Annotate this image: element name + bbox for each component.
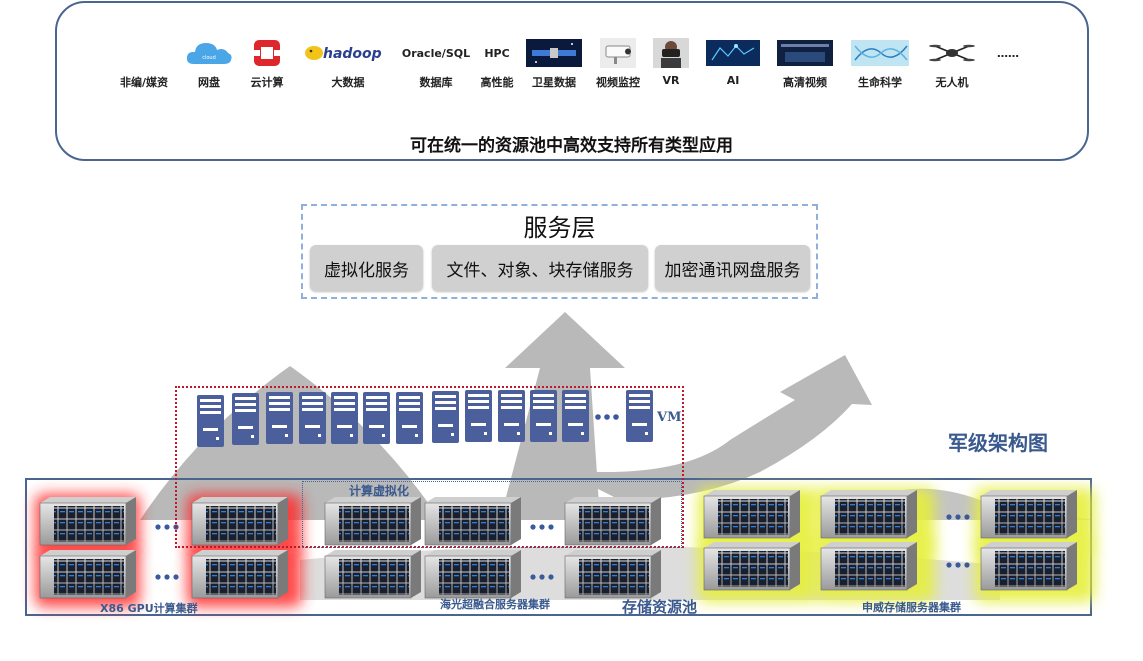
gpu-cluster-label: X86 GPU计算集群 (100, 602, 198, 615)
app-label: 卫星数据 (532, 76, 576, 89)
app-label: 云计算 (250, 76, 284, 89)
app-label: 高性能 (480, 76, 514, 89)
oracle-sql-text: Oracle/SQL (401, 46, 471, 60)
svg-text:cloud: cloud (202, 55, 216, 61)
app-label: 高清视频 (783, 76, 827, 89)
hd-video-image (765, 36, 845, 70)
app-label: 大数据 (331, 76, 365, 89)
vr-headset-image (631, 36, 711, 70)
app-hpc: HPC 高性能 (457, 36, 537, 90)
architecture-title: 军级架构图 (948, 431, 1048, 455)
app-label: 生命科学 (858, 76, 902, 89)
service-layer-title: 服务层 (523, 214, 596, 242)
app-video-surveillance: 视频监控 (578, 36, 658, 90)
hadoop-logo: hadoop (300, 36, 396, 70)
app-database: Oracle/SQL 数据库 (396, 36, 476, 90)
compute-virtualization-frame (302, 481, 682, 548)
app-label: 数据库 (419, 76, 453, 89)
ai-image (693, 36, 773, 70)
app-label: 网盘 (198, 76, 220, 89)
app-hd-video: 高清视频 (765, 36, 845, 90)
virtualization-service-button[interactable]: 虚拟化服务 (310, 245, 423, 291)
encrypted-netdisk-service-button[interactable]: 加密通讯网盘服务 (655, 245, 810, 291)
app-label: VR (662, 74, 680, 87)
compute-virtualization-label: 计算虚拟化 (349, 484, 410, 498)
dna-image (840, 36, 920, 70)
storage-pool-label: 存储资源池 (622, 598, 698, 616)
app-label: 视频监控 (596, 76, 640, 89)
openstack-icon (227, 36, 307, 70)
app-caption: 可在统一的资源池中高效支持所有类型应用 (410, 136, 733, 156)
file-object-block-storage-button[interactable]: 文件、对象、块存储服务 (432, 245, 648, 291)
svg-text:hadoop: hadoop (323, 46, 382, 62)
app-label: 非编/媒资 (119, 76, 169, 89)
hpc-text: HPC (484, 46, 510, 60)
ellipsis-text: …… (997, 46, 1019, 60)
app-ai: AI (693, 36, 773, 87)
drone-image (912, 36, 992, 70)
vm-label: VM (657, 410, 682, 425)
app-drone: 无人机 (912, 36, 992, 90)
app-more: …… (968, 36, 1048, 70)
ellipsis-dots (155, 414, 970, 580)
application-panel (55, 1, 1089, 161)
app-media-asset: 非编/媒资 (104, 36, 184, 90)
cctv-camera-image (578, 36, 658, 70)
app-label: AI (726, 74, 740, 87)
cloud-storage-icon: cloud (169, 36, 249, 70)
app-cloud-disk: cloud 网盘 (169, 36, 249, 90)
hyperconverged-cluster-label: 海光超融合服务器集群 (440, 598, 550, 611)
satellite-image (514, 36, 594, 70)
shenwei-cluster-label: 申威存储服务器集群 (862, 601, 961, 614)
app-big-data: hadoop 大数据 (300, 36, 396, 90)
app-life-science: 生命科学 (840, 36, 920, 90)
service-layer-box (301, 204, 818, 299)
app-label: 无人机 (935, 76, 969, 89)
app-vr: VR (631, 36, 711, 87)
app-cloud-computing: 云计算 (227, 36, 307, 90)
arrow-right-curve (560, 355, 872, 500)
app-satellite: 卫星数据 (514, 36, 594, 90)
